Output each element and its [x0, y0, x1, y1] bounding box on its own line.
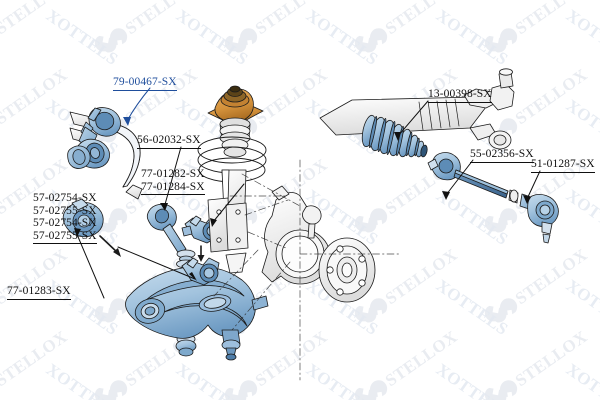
part-code: 77-01282-SX: [141, 168, 205, 180]
part-code: 57-02754-SX: [33, 217, 97, 230]
inner-tie-rod: [427, 152, 519, 204]
steering-rack-boot: [361, 114, 428, 158]
part-code: 57-02755-SX: [33, 204, 97, 217]
part-code: 56-02032-SX: [137, 134, 201, 149]
part-label-56-02032-SX[interactable]: 56-02032-SX: [137, 134, 201, 149]
leader-13-00398: [397, 100, 429, 137]
part-code: 77-01283-SX: [7, 285, 71, 300]
part-code: 51-01287-SX: [531, 158, 595, 173]
part-code: 57-02755-SX: [33, 230, 97, 245]
leader-51-01287: [526, 170, 541, 200]
part-code: 55-02356-SX: [470, 148, 534, 163]
part-label-57-027xx-SX[interactable]: 57-02754-SX 57-02755-SX 57-02754-SX 57-0…: [33, 192, 97, 245]
part-code: 77-01284-SX: [141, 181, 205, 196]
part-label-13-00398-SX[interactable]: 13-00398-SX: [428, 88, 492, 103]
part-label-51-01287-SX[interactable]: 51-01287-SX: [531, 158, 595, 173]
leader-56-02032: [163, 146, 182, 209]
part-label-79-00467-SX[interactable]: 79-00467-SX: [113, 76, 177, 91]
control-arm-front-bushing: [62, 198, 121, 257]
part-code: 13-00398-SX: [428, 88, 492, 103]
leader-77-01282: [212, 183, 245, 223]
leader-77-01283: [75, 231, 105, 299]
front-control-arm: [125, 266, 269, 361]
part-code: 79-00467-SX: [113, 76, 177, 91]
strut-assembly: [197, 85, 267, 274]
stabilizer-bar-assembly: [67, 107, 141, 188]
part-label-77-01283-SX[interactable]: 77-01283-SX: [7, 285, 71, 300]
outer-tie-rod-end: [519, 193, 559, 244]
part-code: 57-02754-SX: [33, 192, 97, 204]
part-label-77-01282-SX[interactable]: 77-01282-SX 77-01284-SX: [141, 168, 205, 196]
part-label-55-02356-SX[interactable]: 55-02356-SX: [470, 148, 534, 163]
leader-57-027xx: [117, 246, 196, 280]
steering-rack: [319, 68, 515, 150]
leader-55-02356: [445, 159, 474, 196]
